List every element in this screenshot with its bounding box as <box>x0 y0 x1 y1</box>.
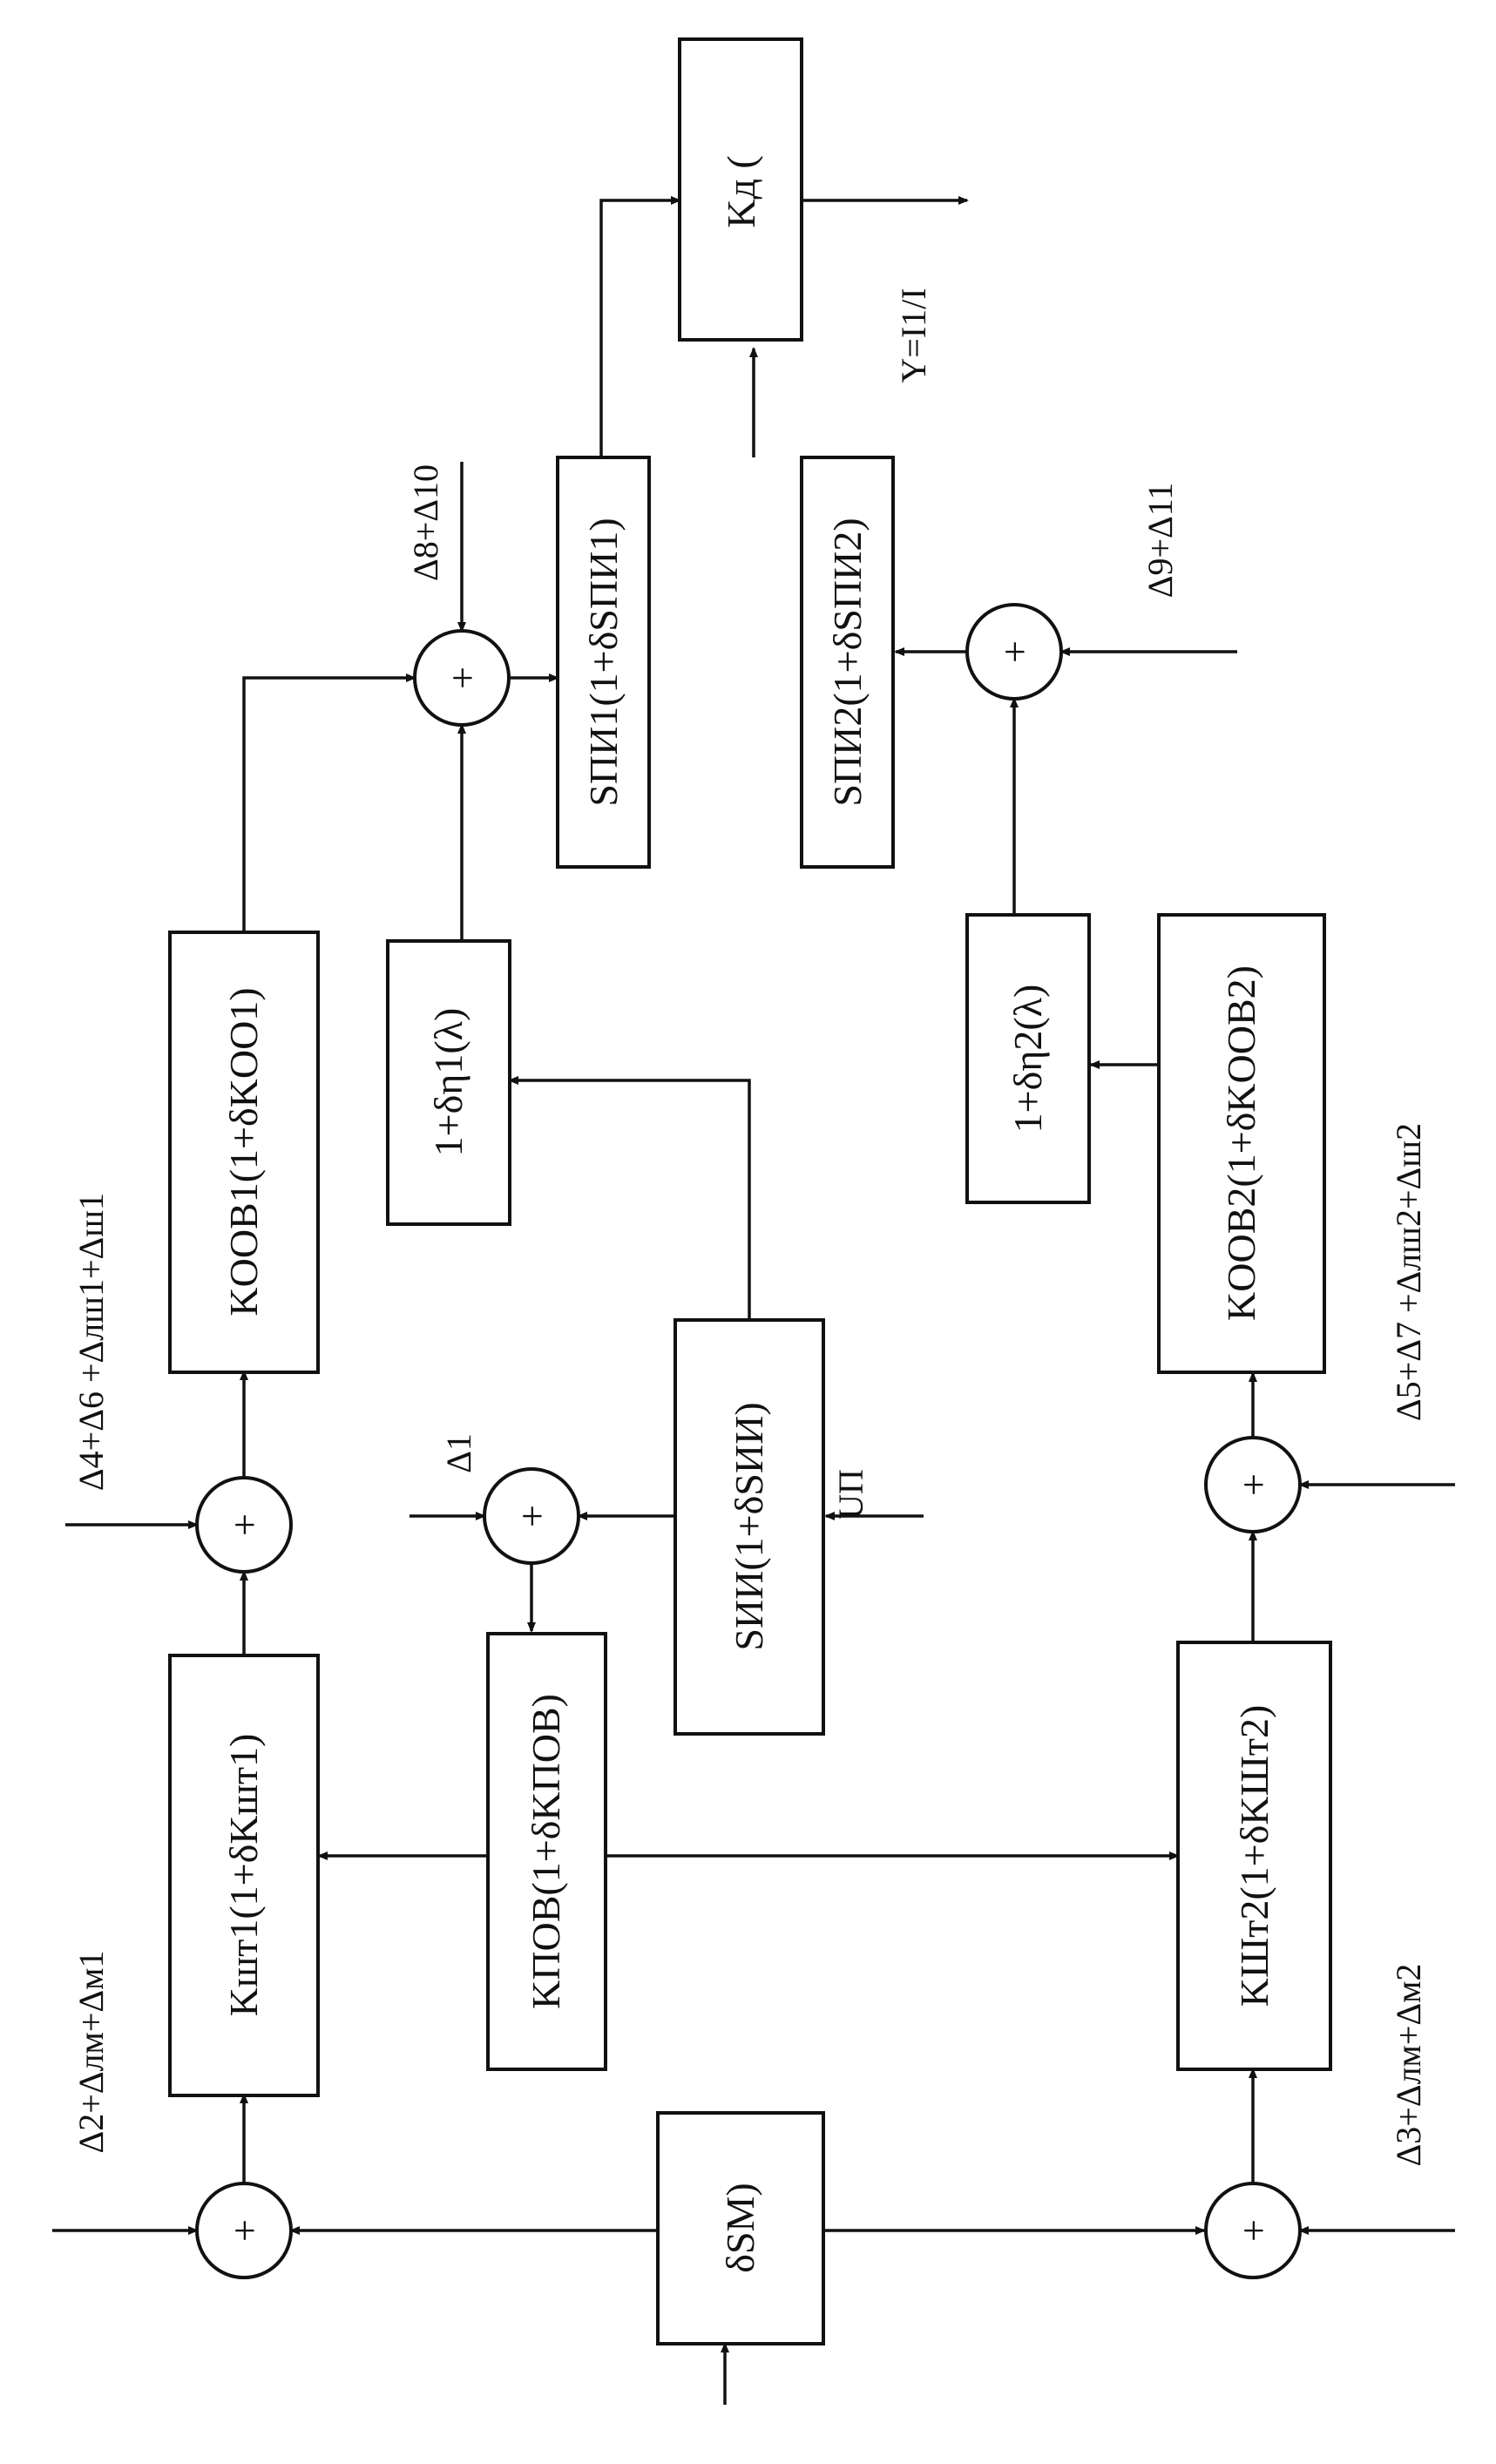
summing-junction-right: + <box>1204 2182 1302 2279</box>
label-top-sum-input: Δ8+Δ10 <box>406 464 445 581</box>
summing-junction-after-ksh2: + <box>1204 1436 1302 1533</box>
block-spi2: SПИ2(1+δSПИ2) <box>800 456 895 869</box>
label-mid-sum-input: Δ1 <box>439 1433 478 1473</box>
sum-symbol: + <box>440 667 484 689</box>
block-spi1-label: SПИ1(1+δSПИ1) <box>581 518 626 806</box>
block-kpov: KПОВ(1+δKПОВ) <box>486 1632 607 2071</box>
block-ksh2-label: KШт2(1+δKШт2) <box>1232 1705 1276 2007</box>
koov1-to-top-sum-arrow <box>242 674 416 932</box>
summing-junction-mid: + <box>483 1467 580 1565</box>
block-koov1-label: KООВ1(1+δKОО1) <box>221 987 266 1316</box>
label-sum-after-ksh1-input: Δ4+Δ6 +Δлш1+Δш1 <box>71 1193 111 1491</box>
sum-symbol: + <box>1231 2219 1276 2242</box>
block-ksh1-label: Kшт1(1+δKшт1) <box>221 1734 266 2017</box>
sum-symbol: + <box>1231 1473 1276 1496</box>
block-ksh2: KШт2(1+δKШт2) <box>1176 1641 1332 2071</box>
label-sum-after-ksh2-input: Δ5+Δ7 +Δлш2+Δш2 <box>1389 1123 1428 1421</box>
block-sii-label: SИИ(1+δSИИ) <box>727 1402 771 1650</box>
spi1-to-kd-arrow <box>599 196 681 457</box>
summing-junction-left: + <box>195 2182 293 2279</box>
sum-symbol: + <box>510 1505 554 1527</box>
block-koov1: KООВ1(1+δKОО1) <box>168 931 320 1374</box>
block-kd-label: Kд ( <box>719 155 763 227</box>
summing-junction-after-ksh1: + <box>195 1476 293 1574</box>
block-spi1: SПИ1(1+δSПИ1) <box>556 456 651 869</box>
block-koov2: KООВ2(1+δKООВ2) <box>1157 913 1326 1374</box>
block-spi2-label: SПИ2(1+δSПИ2) <box>825 518 870 806</box>
block-dsm-label: δSМ) <box>718 2183 762 2272</box>
sum-symbol: + <box>222 1513 267 1536</box>
label-right-sum-input: Δ3+Δлм+Δм2 <box>1389 1964 1428 2167</box>
label-pi2-sum-input: Δ9+Δ11 <box>1141 483 1180 599</box>
summing-junction-pi2: + <box>965 603 1063 701</box>
sii-to-eta1-arrow <box>508 1076 751 1320</box>
sum-symbol: + <box>992 640 1037 663</box>
block-eta1: 1+δη1(λ) <box>386 939 511 1226</box>
block-kd: Kд ( <box>678 37 803 342</box>
summing-junction-top: + <box>413 629 511 727</box>
block-eta1-label: 1+δη1(λ) <box>426 1008 470 1157</box>
block-ksh1: Kшт1(1+δKшт1) <box>168 1654 320 2097</box>
block-eta2-label: 1+δη2(λ) <box>1005 985 1050 1134</box>
block-dsm: δSМ) <box>656 2111 825 2346</box>
block-eta2: 1+δη2(λ) <box>965 913 1091 1204</box>
connection-lines <box>52 196 1455 2405</box>
label-up-input: UП <box>831 1469 870 1520</box>
block-sii: SИИ(1+δSИИ) <box>674 1318 825 1736</box>
sum-symbol: + <box>222 2219 267 2242</box>
block-koov2-label: KООВ2(1+δKООВ2) <box>1219 965 1263 1321</box>
label-left-sum-input: Δ2+Δлм+Δм1 <box>71 1951 111 2154</box>
block-kpov-label: KПОВ(1+δKПОВ) <box>524 1694 568 2009</box>
label-output: Y=I1/I <box>894 288 933 382</box>
